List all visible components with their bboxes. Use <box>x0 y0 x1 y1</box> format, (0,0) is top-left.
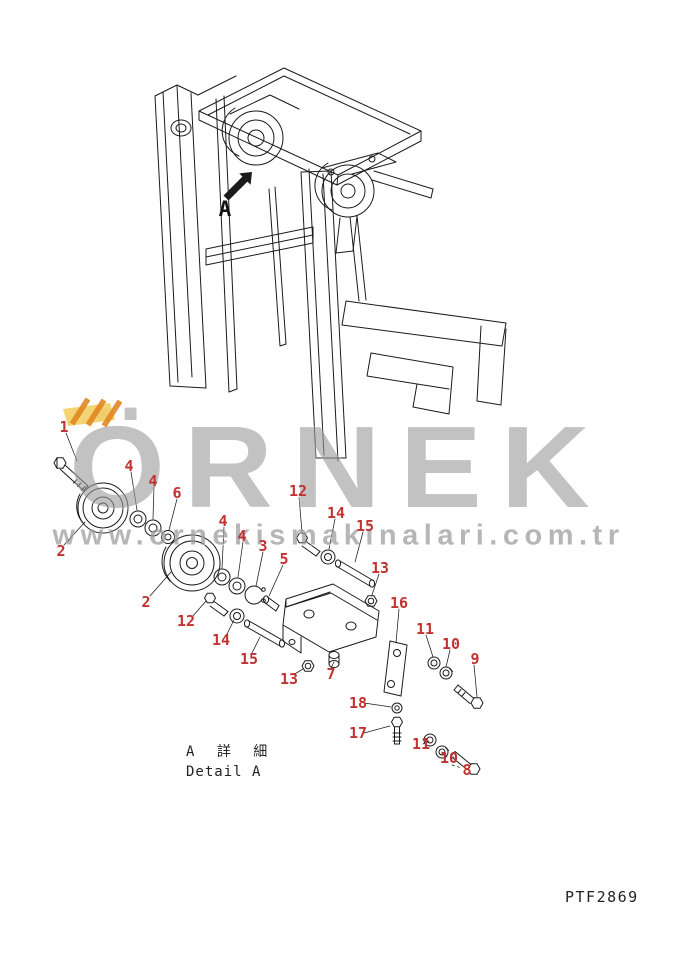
callout-part-11: 11 <box>411 735 431 753</box>
part-16-link-plate <box>383 640 408 697</box>
detail-caption-en: Detail A <box>186 764 262 780</box>
part-2-sheave-lower <box>161 534 221 592</box>
drawing-number: PTF2869 <box>565 888 639 906</box>
leader-lines <box>63 432 478 769</box>
part-12-bolt-upper <box>296 532 321 557</box>
top-sheave-left <box>221 94 300 166</box>
callout-part-8: 8 <box>462 761 472 779</box>
callout-part-11: 11 <box>415 620 435 638</box>
detail-caption: A 詳 細 Detail A <box>186 741 274 780</box>
callout-part-18: 18 <box>348 694 368 712</box>
right-mast-rail <box>300 168 347 462</box>
anchor-bracket-plate <box>282 583 380 654</box>
callout-part-2: 2 <box>56 542 66 560</box>
part-17-bolt <box>391 716 403 745</box>
callout-part-13: 13 <box>370 559 390 577</box>
detail-direction-arrow-icon <box>223 172 252 201</box>
callout-part-10: 10 <box>441 635 461 653</box>
callout-part-13: 13 <box>279 670 299 688</box>
callout-part-5: 5 <box>279 550 289 568</box>
part-6-spacer <box>161 530 175 544</box>
callout-part-1: 1 <box>59 418 69 436</box>
part-5-pin <box>262 595 280 612</box>
part-2-sheave-upper <box>76 482 129 534</box>
callout-part-16: 16 <box>389 594 409 612</box>
top-sheave-right <box>314 152 434 254</box>
part-8-bolt <box>450 751 481 775</box>
part-12-bolt-lower <box>204 592 229 617</box>
part-14-washer-lower <box>229 608 245 624</box>
part-11-10-washers-b <box>423 733 449 759</box>
callout-part-17: 17 <box>348 724 368 742</box>
callout-part-4: 4 <box>148 472 158 490</box>
callout-part-9: 9 <box>470 650 480 668</box>
callout-part-12: 12 <box>176 612 196 630</box>
detail-a-exploded-drawing <box>53 457 484 775</box>
callout-part-14: 14 <box>326 504 346 522</box>
part-13-nut-lower <box>301 660 315 672</box>
detail-caption-cjk: A 詳 細 <box>186 744 275 760</box>
callout-part-10: 10 <box>439 749 459 767</box>
part-11-10-washers-a <box>427 656 453 680</box>
watermark-brand: ÖRNEK <box>68 402 609 532</box>
part-7-sleeve <box>328 651 340 668</box>
mast-assembly-drawing <box>154 67 507 462</box>
callout-part-2: 2 <box>141 593 151 611</box>
part-1-bolt <box>53 457 89 491</box>
callout-part-4: 4 <box>237 527 247 545</box>
part-9-bolt <box>453 684 484 709</box>
watermark-url: www.ornekismakinalari.com.tr <box>52 519 625 552</box>
part-4-washers-lower <box>213 568 246 595</box>
fork-carriage-bracket <box>341 300 507 415</box>
callout-part-12: 12 <box>288 482 308 500</box>
callout-part-7: 7 <box>326 665 336 683</box>
part-4-washers-upper <box>129 510 162 537</box>
callout-part-15: 15 <box>239 650 259 668</box>
part-15-pin-lower <box>243 619 286 648</box>
part-13-nut-upper <box>364 595 378 607</box>
callout-part-3: 3 <box>258 537 268 555</box>
left-mast-rail <box>154 84 207 389</box>
mast-top-plate <box>197 67 422 186</box>
part-14-washer-upper <box>320 549 336 565</box>
callout-part-14: 14 <box>211 631 231 649</box>
callout-part-4: 4 <box>124 457 134 475</box>
callout-part-15: 15 <box>355 517 375 535</box>
part-18-washer <box>391 702 403 714</box>
part-15-pin-upper <box>334 559 376 588</box>
lift-chain-lines <box>268 186 367 347</box>
callout-part-4: 4 <box>218 512 228 530</box>
detail-marker-label: A <box>218 197 232 221</box>
callout-part-6: 6 <box>172 484 182 502</box>
